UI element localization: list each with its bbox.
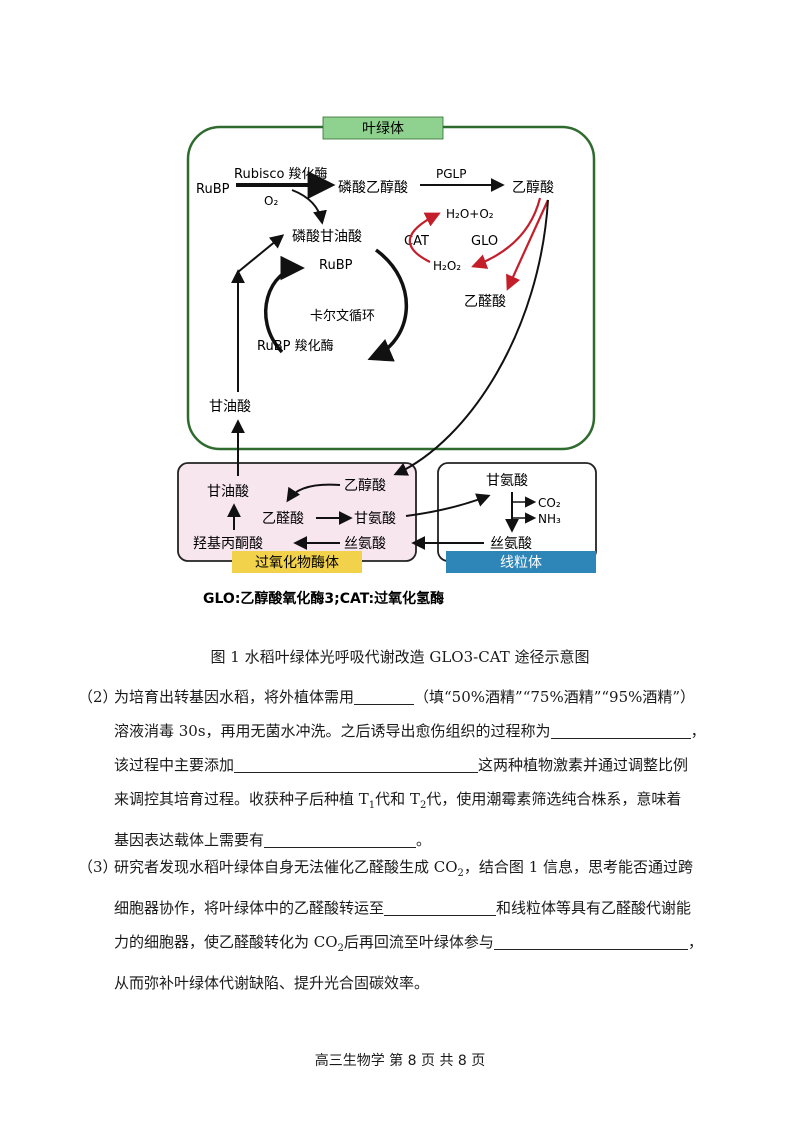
node-calvin: 卡尔文循环 [310,309,375,324]
calvin-arc-left [264,255,305,354]
node-glyoxylate-chloro: 乙醛酸 [464,294,506,310]
answer-blank-1[interactable] [354,686,415,705]
node-glycine-mito: 甘氨酸 [486,473,528,489]
node-o2: O₂ [264,194,278,208]
node-glycolate-chloro: 乙醇酸 [512,179,554,196]
mitochondrion-tab [446,551,596,573]
peroxisome-tab [232,551,362,573]
answer-blank-5[interactable] [384,897,497,916]
node-nh3: NH₃ [538,512,561,526]
node-rubp-cycle: RuBP [319,258,353,273]
node-co2: CO₂ [538,496,561,510]
node-h2o-o2: H₂O+O₂ [446,207,494,221]
arrow-glo-red [471,197,542,269]
diagram-legend: GLO:乙醇酸氧化酶3;CAT:过氧化氢酶 [203,590,444,607]
node-serine-mito: 丝氨酸 [490,536,532,552]
node-glyoxylate-perox: 乙醛酸 [262,511,304,527]
node-phosphoglycolate: 磷酸乙醇酸 [338,179,408,196]
node-rubp-top: RuBP [196,182,230,197]
chloroplast-tab [322,116,444,140]
node-glycerate-perox: 甘油酸 [207,484,249,500]
node-pglp: PGLP [436,167,466,181]
label-glo: GLO [471,234,498,249]
node-phosphoglycerate: 磷酸甘油酸 [292,229,362,245]
figure-caption: 图 1 水稻叶绿体光呼吸代谢改造 GLO3-CAT 途径示意图 [210,648,590,666]
question-2: （2） 为培育出转基因水稻，将外植体需用（填“50%酒精”“75%酒精”“95%… [78,680,738,857]
label-cat: CAT [404,234,429,249]
question-3: （3） 研究者发现水稻叶绿体自身无法催化乙醛酸生成 CO2，结合图 1 信息，思… [78,850,738,1000]
node-rubp-carboxylase: RuBP 羧化酶 [257,338,334,354]
answer-blank-6[interactable] [493,931,688,950]
photorespiration-diagram: 叶绿体 过氧化物酶体 线粒体 RuBP Rubisco 羧化酶 O₂ 磷酸乙醇酸… [177,116,597,607]
peroxisome-label: 过氧化物酶体 [255,555,339,571]
node-h2o2: H₂O₂ [433,259,461,273]
node-hydroxypyruvate: 羟基丙酮酸 [193,535,263,552]
page-footer: 高三生物学 第 8 页 共 8 页 [314,1053,486,1069]
arrow-cat-red [408,212,441,263]
calvin-arc-right [367,248,409,362]
arrow-o2-to-phosphoglycerate [291,189,327,225]
chloroplast-label: 叶绿体 [362,121,404,137]
answer-blank-3[interactable] [234,754,479,773]
question-number: （3） [78,858,118,876]
arrow-glycolate-to-peroxisome [393,199,549,476]
node-glycine-perox: 甘氨酸 [354,511,396,527]
node-glycerate-chloro: 甘油酸 [209,399,251,415]
mitochondrion-label: 线粒体 [500,555,542,571]
answer-blank-4[interactable] [264,829,417,848]
arrow-glycerate-to-cycle [237,234,285,273]
node-serine-perox: 丝氨酸 [344,536,386,552]
answer-blank-2[interactable] [550,720,691,739]
arrow-glycolate-to-glyoxylate-perox [286,483,341,503]
question-number: （2） [78,688,118,706]
node-rubisco: Rubisco 羧化酶 [234,166,328,182]
arrow-glycolate-to-glyoxylate-red [506,199,550,291]
arrow-glycine-to-mito [405,493,491,517]
node-glycolate-perox: 乙醇酸 [344,477,386,494]
